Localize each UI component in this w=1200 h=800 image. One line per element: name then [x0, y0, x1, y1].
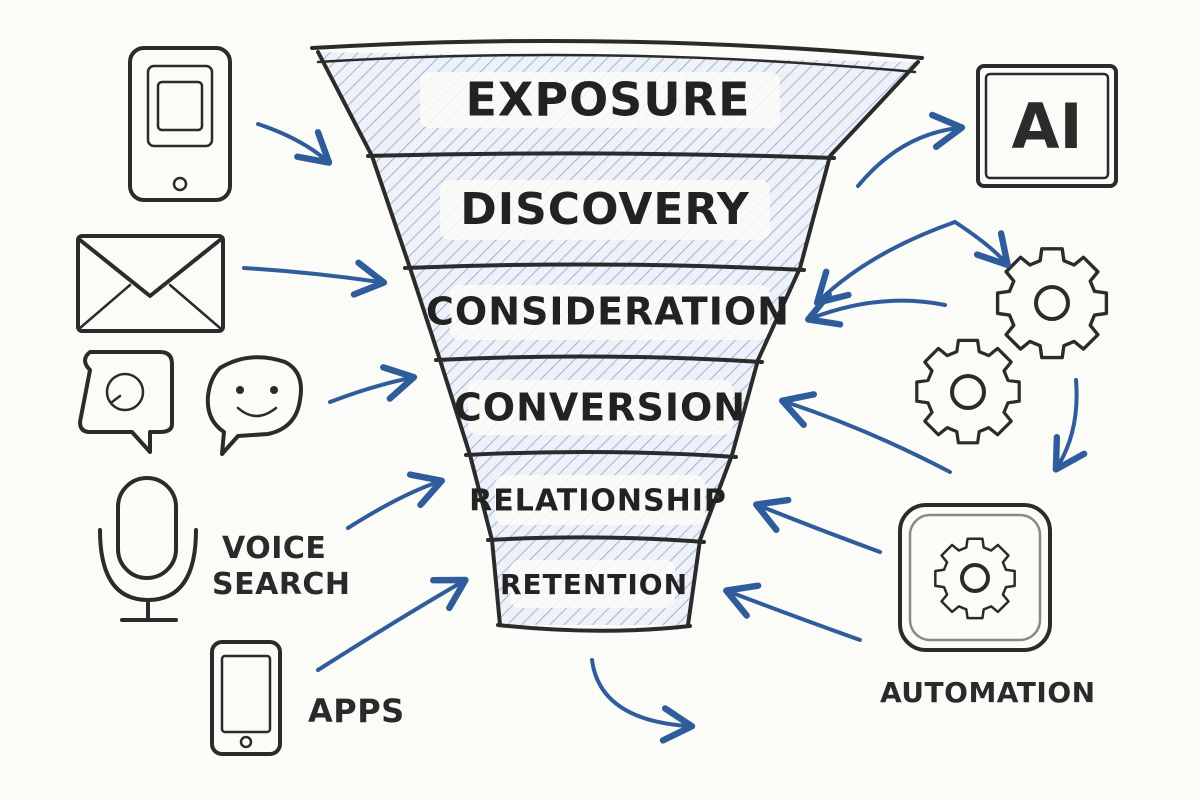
- arrow-automation-to-relationship: [753, 496, 882, 554]
- arrow-gear-down: [1052, 378, 1088, 473]
- arrow-envelope-to-funnel: [242, 259, 388, 298]
- funnel: EXPOSURE DISCOVERY CONSIDERATION CONVERS…: [310, 38, 924, 633]
- ai-box-icon: AI: [976, 64, 1118, 188]
- automation-icon: [898, 503, 1052, 652]
- stage-label-discovery: DISCOVERY: [460, 184, 750, 235]
- envelope-icon: [76, 234, 225, 333]
- smartphone-icon: [210, 640, 282, 756]
- stage-label-exposure: EXPOSURE: [465, 73, 750, 127]
- arrow-gear-to-conversion: [779, 391, 952, 474]
- arrow-apps-to-funnel: [316, 576, 469, 672]
- stage-label-retention: RETENTION: [500, 568, 688, 601]
- arrow-voice-to-funnel: [346, 471, 445, 530]
- tablet-icon: [128, 46, 232, 202]
- ai-label: AI: [1011, 90, 1082, 163]
- apps-label: APPS: [308, 692, 405, 730]
- arrow-automation-to-retention: [723, 582, 862, 642]
- arrows: [242, 111, 1088, 744]
- arrow-chat-to-funnel: [328, 364, 418, 404]
- automation-label: AUTOMATION: [880, 676, 1096, 709]
- arrow-funnel-outlet: [590, 658, 696, 744]
- gear-icon: [915, 247, 1109, 445]
- voice-search-label-line1: VOICE: [222, 531, 326, 566]
- arrow-tablet-to-funnel: [256, 122, 333, 166]
- stage-label-relationship: RELATIONSHIP: [469, 484, 727, 519]
- smiley-chat-icon: [205, 355, 303, 456]
- arrow-gear-to-consideration: [805, 291, 947, 328]
- voice-search-label-line2: SEARCH: [212, 567, 351, 602]
- stage-label-consideration: CONSIDERATION: [426, 290, 790, 334]
- chat-bubble-icon: [78, 350, 174, 454]
- stage-label-conversion: CONVERSION: [454, 386, 746, 430]
- arrow-ai-to-gear: [953, 220, 1011, 269]
- arrow-funnel-to-ai: [856, 111, 966, 188]
- microphone-icon: [98, 476, 198, 622]
- arrow-gear-to-funnel-top: [813, 220, 957, 306]
